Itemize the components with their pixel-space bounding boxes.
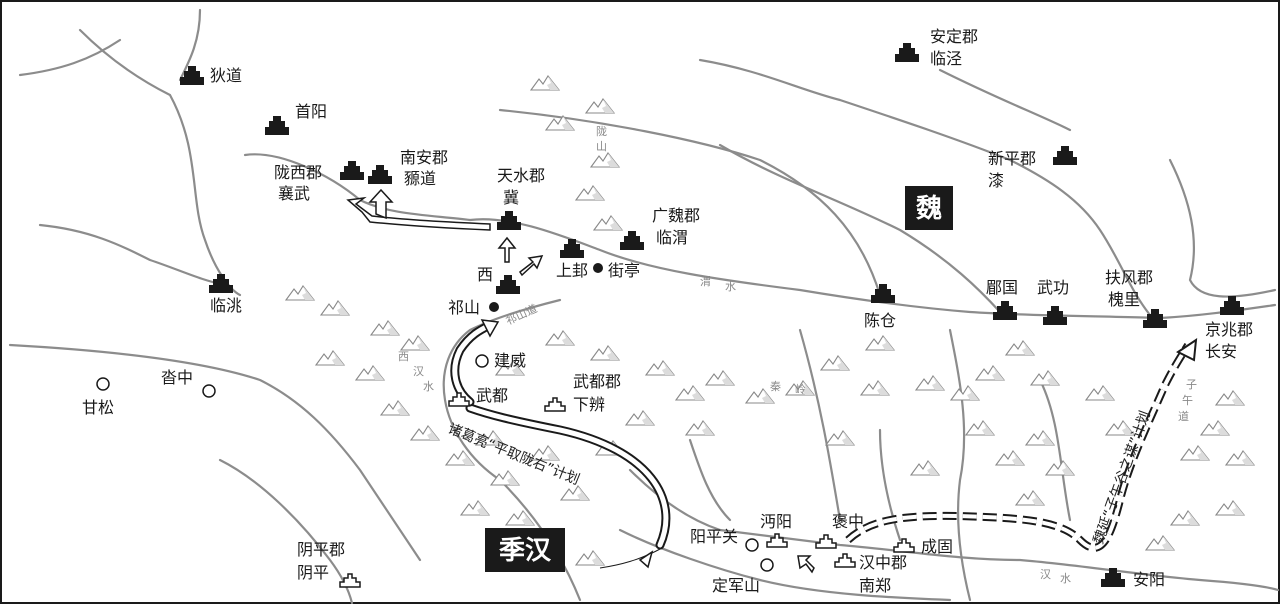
label-tianshui-2: 冀 (503, 188, 519, 207)
label-chenggu: 成固 (921, 537, 953, 556)
city-meiguo-icon (993, 301, 1017, 320)
hanshui-label-2: 水 (1060, 572, 1071, 585)
qinling-label-1: 秦 (770, 379, 781, 393)
counties: 武都 武都郡 下辨 阴平郡 阴平 沔阳 褒中 汉中郡 南郑 成固 (297, 372, 953, 595)
ziwudao-label-2: 午 (1182, 394, 1193, 407)
label-shouyang: 首阳 (295, 102, 327, 121)
qishandao-label: 祁山道 (503, 301, 539, 328)
label-guangwei-2: 临渭 (656, 228, 688, 247)
label-wudujun-2: 下辨 (573, 395, 605, 414)
label-anding-2: 临泾 (930, 49, 962, 68)
state-jihan: 季汉 (485, 528, 565, 572)
label-dingjunshan: 定军山 (712, 576, 760, 595)
label-baozhong: 褒中 (832, 512, 864, 531)
tazhong-circle-icon (202, 384, 216, 398)
label-wugong: 武功 (1037, 278, 1069, 297)
city-guangwei-icon (620, 231, 644, 250)
label-fufeng-2: 槐里 (1108, 290, 1140, 309)
county-chenggu-icon (893, 538, 915, 553)
weiyan-route (845, 337, 1198, 552)
label-xinping-1: 新平郡 (988, 149, 1036, 168)
label-qishan: 祁山 (448, 298, 480, 317)
label-jingzhao-1: 京兆郡 (1205, 320, 1253, 339)
label-meiguo: 郿国 (986, 278, 1018, 297)
label-jingzhao-2: 长安 (1205, 342, 1237, 361)
gansong-circle-icon (96, 377, 110, 391)
dingjunshan-circle-icon (760, 558, 774, 572)
label-anyang: 安阳 (1133, 570, 1165, 589)
label-longxi-2: 襄武 (278, 184, 310, 203)
county-xiabian-icon (544, 397, 566, 412)
xihanshui-label-3: 水 (423, 380, 434, 393)
label-yinping-2: 阴平 (297, 563, 329, 582)
label-chencang: 陈仓 (864, 311, 896, 330)
label-wudu: 武都 (476, 386, 508, 405)
city-longxi-icon (340, 161, 364, 180)
city-didao-icon (180, 66, 204, 85)
label-tianshui-1: 天水郡 (497, 166, 545, 185)
label-gansong: 甘松 (82, 398, 114, 417)
label-hanzhong-2: 南郑 (859, 576, 891, 595)
svg-text:魏: 魏 (915, 194, 942, 224)
city-anding-icon (895, 43, 919, 62)
points: 街亭 祁山 建威 沓中 甘松 阳平关 定军山 (82, 261, 774, 595)
longshan-label-2: 山 (596, 140, 607, 153)
qishan-dot-icon (489, 302, 499, 312)
label-jieting: 街亭 (608, 261, 640, 280)
city-shouyang-icon (265, 116, 289, 135)
weishui-label-2: 水 (725, 280, 736, 293)
label-jianwei: 建威 (494, 351, 526, 370)
label-longxi-1: 陇西郡 (274, 163, 322, 182)
xihanshui-label-2: 汉 (413, 365, 424, 378)
weishui-label-1: 渭 (700, 275, 711, 288)
qinling-label-2: 岭 (795, 382, 806, 396)
label-lintao: 临洮 (210, 296, 242, 315)
label-nanan-1: 南安郡 (400, 148, 448, 167)
longshan-label-1: 陇 (596, 124, 607, 138)
label-didao: 狄道 (210, 66, 242, 85)
hanshui-label-1: 汉 (1040, 568, 1051, 581)
city-lintao-icon (209, 274, 233, 293)
svg-text:季汉: 季汉 (499, 536, 552, 566)
yangpingguan-circle-icon (745, 538, 759, 552)
label-guangwei-1: 广魏郡 (652, 206, 700, 225)
label-anding-1: 安定郡 (930, 27, 978, 46)
label-fufeng-1: 扶风郡 (1105, 268, 1153, 287)
jieting-dot-icon (593, 263, 603, 273)
label-xinping-2: 漆 (988, 171, 1004, 190)
city-xi-icon (496, 275, 520, 294)
label-mianyang: 沔阳 (760, 512, 792, 531)
label-hanzhong-1: 汉中郡 (859, 553, 907, 572)
city-xinping-icon (1053, 146, 1077, 165)
label-nanan-2: 豲道 (404, 169, 436, 188)
label-yangpingguan: 阳平关 (690, 527, 738, 546)
label-xi: 西 (477, 265, 493, 284)
label-shanggui: 上邽 (556, 261, 588, 280)
xihanshui-label-1: 西 (398, 350, 409, 363)
label-wudujun-1: 武都郡 (573, 372, 621, 391)
rivers (8, 8, 1280, 604)
ziwudao-label-1: 子 (1186, 378, 1197, 391)
cities: 狄道 首阳 陇西郡 襄武 南安郡 豲道 天水郡 冀 广魏郡 临渭 上邽 西 临洮… (180, 27, 1253, 589)
ziwudao-label-3: 道 (1178, 409, 1189, 423)
state-wei: 魏 (905, 186, 953, 230)
city-chencang-icon (871, 284, 895, 303)
label-tazhong: 沓中 (161, 368, 193, 387)
label-yinping-1: 阴平郡 (297, 540, 345, 559)
jianwei-circle-icon (475, 354, 489, 368)
county-hanzhong-icon (834, 553, 856, 568)
zhuge-route (346, 188, 815, 574)
city-jingzhao-icon (1220, 296, 1244, 315)
city-nanan-icon (368, 165, 392, 184)
